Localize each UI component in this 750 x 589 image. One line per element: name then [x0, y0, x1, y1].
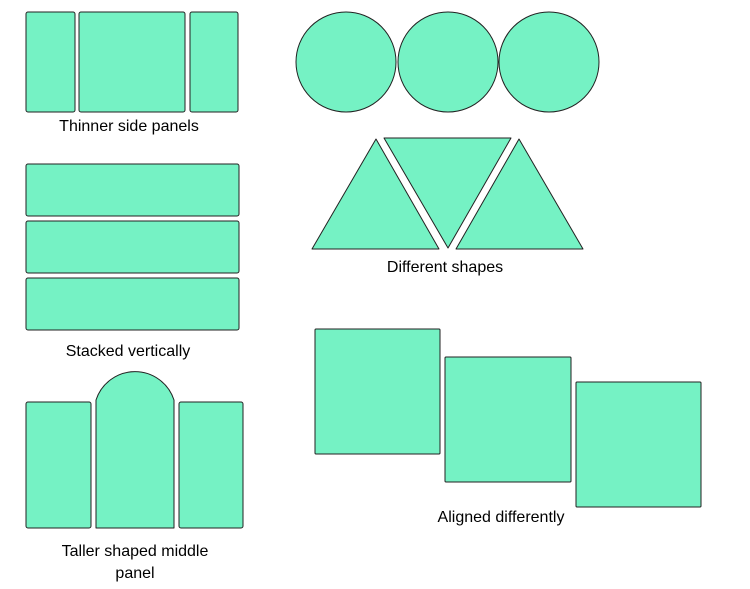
stacked-vertically-group: Stacked vertically: [25, 163, 240, 360]
square-2: [444, 356, 572, 483]
stacked-panel-1: [25, 163, 240, 217]
square-3: [575, 381, 702, 508]
circle-2: [397, 11, 499, 113]
stacked-vertically-label: Stacked vertically: [66, 343, 191, 360]
taller-middle-label-line2: panel: [115, 565, 154, 582]
different-shapes-label: Different shapes: [387, 259, 503, 276]
taller-middle-label-line1: Taller shaped middle: [62, 543, 209, 560]
arched-middle-panel: [95, 371, 175, 529]
middle-wide-panel: [78, 11, 186, 113]
triangle-left: [311, 138, 440, 250]
left-thin-panel: [25, 11, 76, 113]
left-side-panel: [25, 401, 92, 529]
circle-1: [295, 11, 397, 113]
stacked-panel-2: [25, 220, 240, 274]
triangle-inverted: [383, 137, 512, 249]
right-thin-panel: [189, 11, 239, 113]
right-side-panel: [178, 401, 244, 529]
different-shapes-group: Different shapes: [295, 11, 600, 276]
taller-middle-group: Taller shaped middle panel: [25, 371, 244, 582]
thinner-side-panels-group: Thinner side panels: [25, 11, 239, 135]
triangle-right: [455, 138, 584, 250]
aligned-differently-group: Aligned differently: [314, 328, 702, 526]
stacked-panel-3: [25, 277, 240, 331]
aligned-differently-label: Aligned differently: [438, 509, 565, 526]
circle-3: [498, 11, 600, 113]
square-1: [314, 328, 441, 455]
thinner-side-panels-label: Thinner side panels: [59, 118, 199, 135]
